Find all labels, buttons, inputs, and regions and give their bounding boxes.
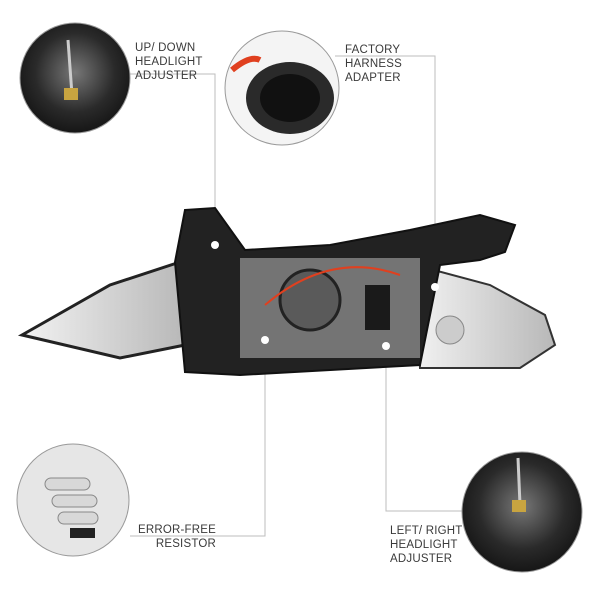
callout-line: FACTORY [345, 44, 401, 56]
callout-line: HEADLIGHT [135, 56, 203, 68]
callout-line: ADAPTER [345, 72, 401, 84]
callout-resistor: ERROR-FREE RESISTOR [130, 523, 216, 551]
callout-line: RESISTOR [155, 538, 216, 550]
headlight-assembly [17, 206, 557, 377]
inset-resistor [16, 443, 130, 557]
leader-lines [128, 55, 465, 537]
callout-leftright-adjuster: LEFT/ RIGHT HEADLIGHT ADJUSTER [390, 524, 462, 566]
leader-updown [128, 73, 216, 245]
callout-line: HARNESS [345, 58, 402, 70]
inset-harness-adapter [224, 30, 340, 146]
callout-line: HEADLIGHT [390, 539, 458, 551]
callout-updown-adjuster: UP/ DOWN HEADLIGHT ADJUSTER [135, 41, 203, 83]
inset-leftright-adjuster [461, 451, 583, 573]
leader-resistor [130, 342, 266, 537]
inset-updown-adjuster [19, 22, 131, 134]
callout-harness-adapter: FACTORY HARNESS ADAPTER [345, 43, 402, 85]
callout-line: UP/ DOWN [135, 42, 196, 54]
leader-harness [335, 55, 436, 287]
callout-line: ERROR-FREE [137, 524, 216, 536]
callout-line: LEFT/ RIGHT [390, 525, 463, 537]
callout-line: ADJUSTER [135, 70, 198, 82]
callout-line: ADJUSTER [390, 553, 453, 565]
leader-leftright [385, 348, 465, 512]
